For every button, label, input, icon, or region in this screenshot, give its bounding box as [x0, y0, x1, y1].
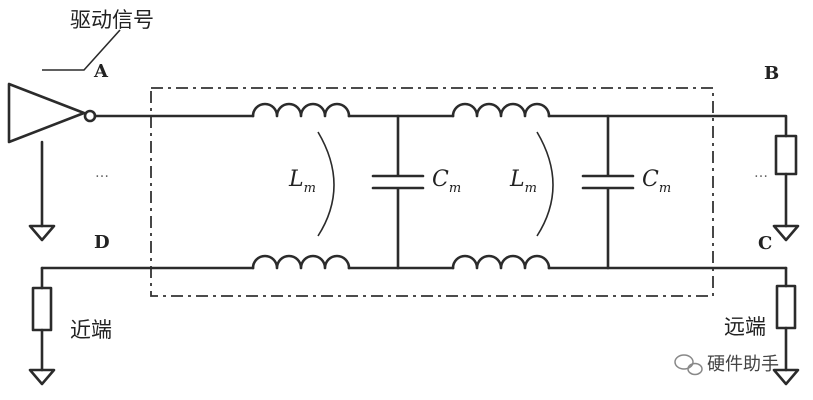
near-end-label: 近端: [70, 318, 112, 342]
aggressor-line: [93, 102, 788, 138]
node-d-label: D: [94, 232, 110, 253]
node-b-label: B: [764, 63, 779, 84]
coupling-region-box: [150, 87, 714, 297]
mutual-capacitor-1: [371, 114, 425, 270]
far-end-resistor-icon: [775, 284, 797, 330]
ground-icon: [28, 368, 56, 386]
mutual-capacitor-2: [581, 114, 635, 270]
far-end-label: 远端: [724, 315, 766, 339]
mutual-inductance-label-2: Lm: [509, 167, 537, 196]
mutual-inductance-arc-2: [536, 131, 554, 237]
driver-buffer-icon: [7, 82, 86, 144]
termination-resistor-b-icon: [774, 134, 798, 176]
mutual-capacitance-label-2: Cm: [642, 167, 671, 196]
driver-signal-leader: [42, 29, 121, 71]
inversion-bubble-icon: [83, 109, 97, 123]
node-a-label: A: [93, 61, 109, 82]
watermark-text: 硬件助手: [707, 354, 779, 375]
driver-signal-label: 驱动信号: [70, 8, 154, 32]
mutual-inductance-label-1: Lm: [288, 167, 316, 196]
near-end-resistor-icon: [31, 286, 53, 332]
ground-icon: [772, 224, 800, 242]
left-ellipsis: …: [95, 165, 110, 181]
mutual-capacitance-label-1: Cm: [432, 167, 461, 196]
right-ellipsis: …: [754, 165, 769, 181]
mutual-inductance-arc-1: [317, 131, 335, 237]
wechat-icon: [674, 354, 703, 376]
ground-icon: [772, 368, 800, 386]
victim-line: [40, 254, 788, 270]
ground-icon: [28, 224, 56, 242]
node-c-label: C: [758, 233, 772, 254]
